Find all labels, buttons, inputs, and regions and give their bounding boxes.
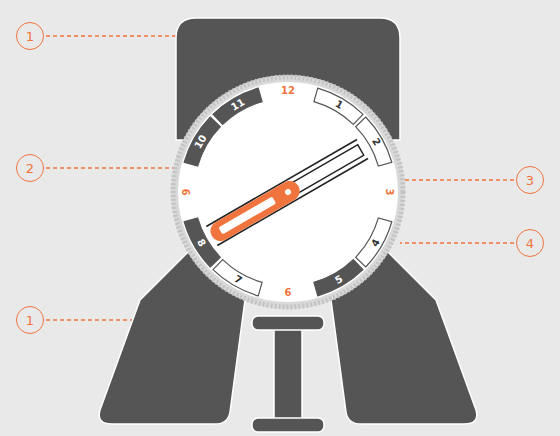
dial-number: 1: [333, 98, 344, 110]
dial-number: 6: [285, 288, 292, 298]
leader-line: [400, 242, 514, 243]
dial-number: 9: [182, 189, 192, 196]
callout-number: 4: [516, 229, 544, 257]
dial-segment: [213, 88, 262, 124]
dial-hands: [206, 139, 368, 245]
dial-segment: [356, 117, 392, 166]
hand-edge: [217, 159, 368, 246]
dial-number: 8: [194, 237, 206, 248]
dial-segment: [314, 88, 363, 124]
dial-segments: [184, 88, 392, 296]
bezel-teeth: [173, 77, 403, 307]
dial-segment: [184, 117, 220, 166]
buckle-top: [252, 316, 324, 330]
buckle-bottom: [252, 418, 324, 432]
dial-number: 5: [333, 273, 344, 285]
callout-number: 2: [16, 154, 44, 182]
leader-lines: [46, 36, 514, 320]
buckle: [252, 316, 324, 432]
orange-hand: [207, 177, 304, 244]
dial-segment: [356, 218, 392, 267]
dial-segment: [314, 260, 363, 296]
callout-number: 1: [16, 22, 44, 50]
hand-edge: [206, 139, 357, 226]
callout-number: 1: [16, 306, 44, 334]
hand-pivot: [284, 188, 292, 196]
callout-number: 3: [516, 166, 544, 194]
dial-bezel: [171, 75, 405, 309]
dial-number: 2: [369, 136, 381, 147]
straps: [99, 18, 477, 424]
dial-number: 11: [229, 97, 246, 113]
dial-number: 12: [281, 86, 295, 96]
dial-number: 3: [384, 189, 394, 196]
hand-slot: [218, 197, 276, 235]
dial-number: 4: [369, 237, 381, 248]
buckle-bar: [274, 326, 302, 422]
dial-face: [178, 82, 398, 302]
dial-segment: [213, 260, 262, 296]
dial-number: 7: [232, 273, 243, 285]
dial-number: 10: [193, 133, 209, 150]
